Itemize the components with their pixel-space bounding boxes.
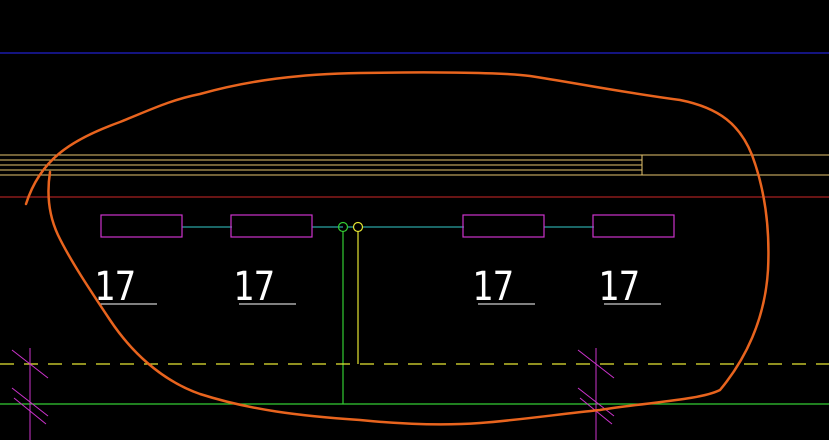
light-fixture[interactable]	[100, 214, 183, 238]
hatch-diagonal	[577, 387, 615, 417]
hatch-diagonal	[13, 397, 47, 425]
light-fixture[interactable]	[462, 214, 545, 238]
pipe-bundle	[0, 154, 829, 176]
fixture-label: 17	[233, 264, 275, 310]
fixture-label: 17	[94, 264, 136, 310]
hatch-diagonal	[577, 349, 615, 379]
hatch-diagonal	[11, 349, 49, 379]
yellow-junction-circle[interactable]	[352, 221, 364, 233]
hatch-marks-left	[11, 348, 49, 440]
fixture-label: 17	[472, 264, 514, 310]
light-fixture[interactable]	[230, 214, 313, 238]
markup-ellipse[interactable]	[24, 71, 770, 426]
fixture-labels: 17 17 17 17	[94, 264, 661, 310]
light-fixture[interactable]	[592, 214, 675, 238]
light-fixtures[interactable]	[100, 214, 675, 238]
hatch-marks-right	[577, 348, 615, 440]
hatch-diagonal	[11, 387, 49, 417]
fixture-label: 17	[598, 264, 640, 310]
